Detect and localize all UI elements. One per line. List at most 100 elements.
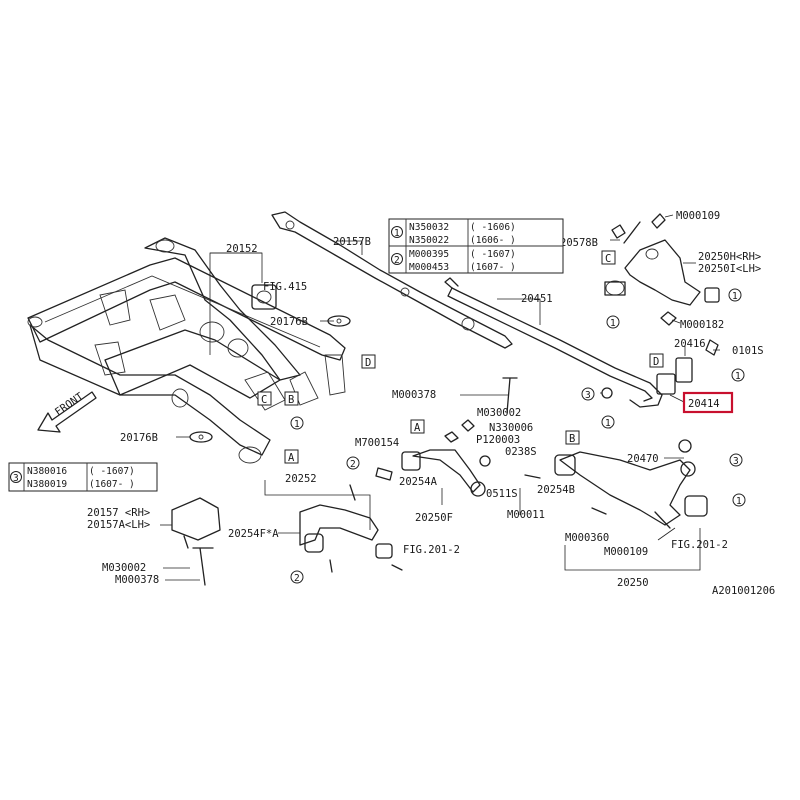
subframe-bushing-fig415 (251, 284, 277, 310)
label-20254a: 20254A (399, 476, 438, 488)
label-20451: 20451 (521, 293, 553, 305)
label-20470: 20470 (627, 453, 659, 465)
label-n330006: N330006 (489, 422, 533, 434)
callout-circle-1-e: 1 (732, 493, 746, 507)
label-0511s: 0511S (486, 488, 518, 500)
table-top-part-2: M000395 (409, 249, 449, 260)
callout-circle-1-b: 1 (728, 288, 742, 302)
svg-text:A: A (414, 422, 421, 434)
table-top-part-3: M000453 (409, 262, 449, 273)
upper-arm-group (604, 213, 720, 326)
callout-circle-2-a: 2 (346, 456, 360, 470)
svg-text:B: B (288, 394, 294, 406)
label-20250h: 20250H<RH> (698, 251, 761, 263)
highlight-box-20414 (682, 391, 734, 414)
svg-text:C: C (261, 394, 267, 406)
label-20416: 20416 (674, 338, 706, 350)
label-front: FRONT (53, 390, 86, 418)
label-20252: 20252 (285, 473, 317, 485)
cross-reference-table-top: 1 2 N350032 ( -1606) N350022 (1606- ) M0… (388, 218, 564, 274)
table-top-part-1: N350022 (409, 235, 449, 246)
stabilizer-bar (444, 277, 676, 408)
callout-circle-2-b: 2 (290, 570, 304, 584)
label-diagram-id: A201001206 (712, 585, 775, 597)
callout-box-a-frame: A (284, 449, 299, 464)
svg-text:3: 3 (585, 390, 591, 401)
label-20254b: 20254B (537, 484, 575, 496)
callout-circle-1-f: 1 (601, 415, 615, 429)
label-m030002-mid: M030002 (477, 407, 521, 419)
label-fig201-left: FIG.201-2 (403, 544, 460, 556)
label-m700154: M700154 (355, 437, 399, 449)
callout-circle-1-c: 1 (731, 368, 745, 382)
label-fig415: FIG.415 (263, 281, 307, 293)
callout-box-b-frame: B (284, 391, 299, 406)
label-m000109-bottom: M000109 (604, 546, 648, 558)
svg-text:2: 2 (294, 573, 300, 584)
svg-text:2: 2 (350, 459, 356, 470)
svg-text:D: D (653, 356, 659, 368)
table-top-range-2: ( -1607) (470, 249, 516, 260)
svg-text:3: 3 (733, 456, 739, 467)
front-direction-arrow: FRONT (37, 390, 97, 433)
rear-subframe (27, 237, 346, 464)
svg-text:1: 1 (605, 418, 611, 429)
svg-text:1: 1 (610, 318, 616, 329)
svg-text:1: 1 (736, 496, 742, 507)
label-m000378-mid: M000378 (392, 389, 436, 401)
table-top-range-3: (1607- ) (470, 262, 516, 273)
table-left-part-0: N380016 (27, 466, 67, 477)
callout-circle-3-b: 3 (729, 453, 743, 467)
svg-text:D: D (365, 357, 371, 369)
svg-text:1: 1 (735, 371, 741, 382)
label-20254f: 20254F*A (228, 528, 279, 540)
svg-text:B: B (569, 433, 575, 445)
table-top-part-0: N350032 (409, 222, 449, 233)
svg-text:C: C (605, 253, 611, 265)
leader-lines (160, 214, 720, 581)
label-0101s: 0101S (732, 345, 764, 357)
label-20250i: 20250I<LH> (698, 263, 761, 275)
label-20176b-left: 20176B (120, 432, 158, 444)
callout-circle-1-d: 1 (290, 416, 304, 430)
label-20152: 20152 (226, 243, 258, 255)
label-20157b: 20157B (333, 236, 371, 248)
table-top-range-0: ( -1606) (470, 222, 516, 233)
table-top-range-1: (1606- ) (470, 235, 516, 246)
callout-circle-3-a: 3 (581, 387, 595, 401)
table-left-group-3: 3 (13, 473, 19, 484)
label-m000378-left: M000378 (115, 574, 159, 586)
rear-bracket-20157 (171, 497, 221, 586)
callout-box-c-top: C (601, 250, 616, 265)
label-m000113: M00011 (507, 509, 545, 521)
lateral-link-20250f (375, 377, 541, 497)
label-m000360: M000360 (565, 532, 609, 544)
cross-reference-table-left: 3 N380016 ( -1607) N380019 (1607- ) (8, 462, 158, 492)
label-20250f: 20250F (415, 512, 453, 524)
label-m000182: M000182 (680, 319, 724, 331)
stabilizer-support-bar (271, 211, 513, 349)
label-20578b: 20578B (560, 237, 598, 249)
svg-text:1: 1 (294, 419, 300, 430)
trailing-link-20252 (299, 484, 403, 573)
svg-text:1: 1 (732, 291, 738, 302)
table-top-group-2: 2 (394, 255, 400, 266)
label-fig201-right: FIG.201-2 (671, 539, 728, 551)
svg-text:A: A (288, 452, 295, 464)
label-m000109-top: M000109 (676, 210, 720, 222)
label-20250: 20250 (617, 577, 649, 589)
label-0238s: 0238S (505, 446, 537, 458)
label-20157: 20157 <RH> (87, 507, 150, 519)
label-20157a: 20157A<LH> (87, 519, 150, 531)
label-m030002-left: M030002 (102, 562, 146, 574)
callout-box-d-mid: D (361, 354, 376, 369)
table-top-group-1: 1 (394, 228, 400, 239)
table-left-part-1: N380019 (27, 479, 67, 490)
lower-arm-20250 (554, 417, 708, 529)
label-20414: 20414 (688, 398, 720, 410)
table-left-range-1: (1607- ) (89, 479, 135, 490)
callout-box-a-link: A (410, 419, 425, 434)
bush-20176b-left (189, 431, 213, 443)
label-20176b-top: 20176B (270, 316, 308, 328)
